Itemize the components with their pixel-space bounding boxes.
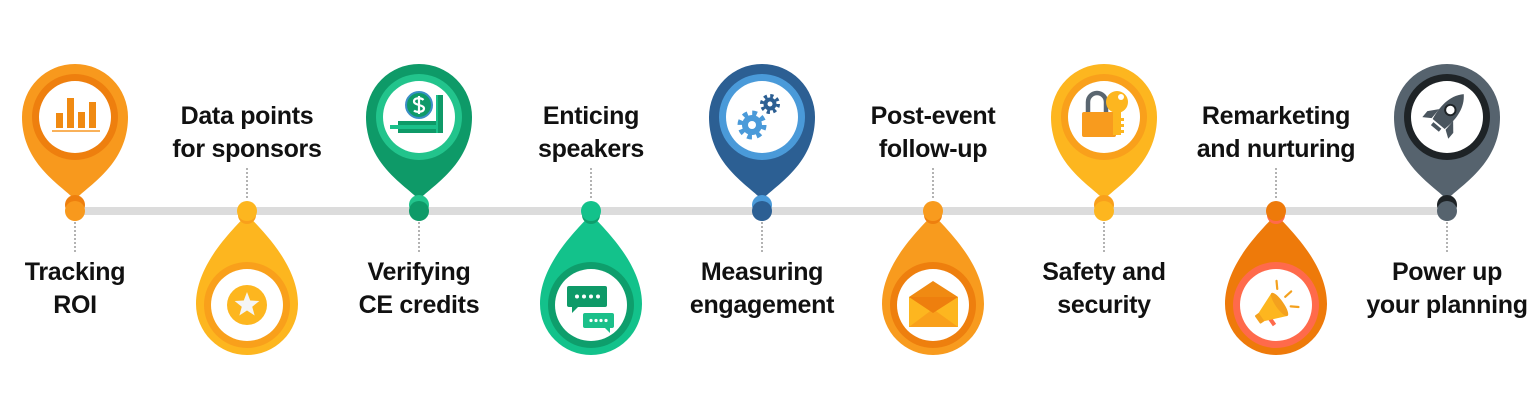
- label-line: your planning: [1366, 291, 1528, 319]
- chat-bubbles-icon: [567, 286, 614, 333]
- step-post-event-marker: [882, 201, 984, 355]
- step-label-verifying-ce: Verifying CE credits: [289, 256, 549, 322]
- lock-key-icon: [1082, 90, 1128, 137]
- label-line: Remarketing: [1201, 102, 1351, 130]
- step-label-data-points: Data points for sponsors: [117, 100, 377, 166]
- step-data-points-marker: [196, 201, 298, 355]
- pin-inner: [39, 81, 111, 153]
- label-line: and nurturing: [1196, 135, 1356, 163]
- label-line: Tracking: [24, 258, 126, 286]
- money-icon: [390, 91, 443, 133]
- label-line: for sponsors: [172, 135, 322, 163]
- step-power-up-marker: [1394, 64, 1500, 221]
- step-safety-security-marker: [1051, 64, 1157, 221]
- star-badge-icon: [227, 285, 267, 325]
- step-remarketing-marker: [1225, 201, 1327, 355]
- step-verifying-ce-marker: [366, 64, 472, 221]
- label-line: security: [1057, 291, 1151, 319]
- label-line: follow-up: [878, 135, 988, 163]
- step-label-post-event: Post-event follow-up: [803, 100, 1063, 166]
- label-line: speakers: [537, 135, 645, 163]
- step-label-safety-security: Safety and security: [974, 256, 1234, 322]
- timeline-dot: [65, 201, 85, 221]
- step-label-tracking-roi: Tracking ROI: [0, 256, 205, 322]
- step-label-remarketing: Remarketing and nurturing: [1146, 100, 1406, 166]
- gears-icon: [737, 94, 780, 140]
- timeline-dot: [1437, 201, 1457, 221]
- timeline-dot: [409, 201, 429, 221]
- step-measuring-engagement-marker: [709, 64, 815, 221]
- rocket-icon: [1422, 94, 1464, 139]
- label-line: Verifying: [367, 258, 471, 286]
- step-tracking-roi-marker: [22, 64, 128, 221]
- label-line: Data points: [180, 102, 314, 130]
- timeline-dot: [1266, 201, 1286, 221]
- label-line: ROI: [53, 291, 97, 319]
- megaphone-icon: [1254, 279, 1300, 327]
- step-label-measuring-engagement: Measuring engagement: [632, 256, 892, 322]
- timeline-dot: [581, 201, 601, 221]
- label-line: Enticing: [542, 102, 640, 130]
- label-line: Post-event: [870, 102, 996, 130]
- envelope-icon: [909, 281, 958, 327]
- bar-chart-icon: [52, 98, 100, 132]
- step-enticing-speakers-marker: [540, 201, 642, 355]
- step-label-power-up: Power up your planning: [1317, 256, 1536, 322]
- label-line: Power up: [1391, 258, 1503, 286]
- timeline-dot: [1094, 201, 1114, 221]
- timeline-dot: [923, 201, 943, 221]
- label-line: Measuring: [700, 258, 824, 286]
- step-label-enticing-speakers: Enticing speakers: [461, 100, 721, 166]
- label-line: CE credits: [358, 291, 480, 319]
- timeline-dot: [237, 201, 257, 221]
- connectors: [74, 168, 1448, 252]
- label-line: engagement: [689, 291, 835, 319]
- timeline-dot: [752, 201, 772, 221]
- label-line: Safety and: [1042, 258, 1166, 286]
